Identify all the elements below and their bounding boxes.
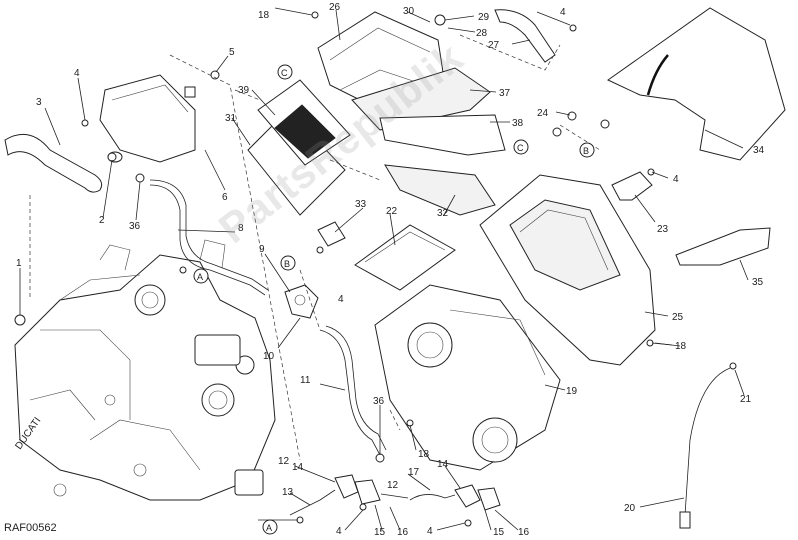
filler-reservoir-6 bbox=[99, 74, 196, 163]
callout-8: 8 bbox=[238, 223, 244, 234]
tank-cover-34 bbox=[607, 7, 786, 161]
callout-27: 27 bbox=[488, 40, 500, 51]
callout-4e: 4 bbox=[336, 526, 342, 537]
callout-16a: 16 bbox=[397, 527, 409, 538]
callout-2: 2 bbox=[99, 215, 105, 226]
callout-1: 1 bbox=[16, 258, 22, 269]
callout-25: 25 bbox=[672, 312, 684, 323]
callout-4a: 4 bbox=[74, 68, 80, 79]
engine-block: DUCATI bbox=[13, 239, 276, 501]
ref-marker-b2-circle bbox=[579, 142, 595, 158]
callout-21: 21 bbox=[740, 394, 752, 405]
callout-38: 38 bbox=[512, 118, 524, 129]
callout-18a: 18 bbox=[258, 10, 270, 21]
bracket-23 bbox=[611, 171, 653, 201]
air-filter-31 bbox=[247, 79, 351, 216]
ref-marker-a2: A bbox=[266, 523, 272, 533]
ref-marker-c1-circle bbox=[277, 64, 293, 80]
callout-36b: 36 bbox=[373, 396, 385, 407]
callout-23: 23 bbox=[657, 224, 669, 235]
valve-9 bbox=[284, 284, 319, 319]
callout-36a: 36 bbox=[129, 221, 141, 232]
ref-marker-b2: B bbox=[583, 146, 589, 156]
ref-marker-c2: C bbox=[517, 143, 524, 153]
callout-12b: 12 bbox=[387, 480, 399, 491]
rod-20 bbox=[679, 367, 731, 529]
hose-8 bbox=[149, 179, 269, 296]
callout-39: 39 bbox=[238, 85, 250, 96]
callout-31: 31 bbox=[225, 113, 237, 124]
callout-4c: 4 bbox=[673, 174, 679, 185]
ref-marker-a2-circle bbox=[262, 519, 278, 535]
callout-12a: 12 bbox=[278, 456, 290, 467]
duct-37 bbox=[351, 67, 491, 131]
bracket-22 bbox=[354, 224, 456, 291]
callout-22: 22 bbox=[386, 206, 398, 217]
guide-lines bbox=[29, 34, 601, 461]
fitting-14b bbox=[454, 484, 501, 511]
callout-6: 6 bbox=[222, 192, 228, 203]
callout-10: 10 bbox=[263, 351, 275, 362]
callout-5: 5 bbox=[229, 47, 235, 58]
callout-18b: 18 bbox=[418, 449, 430, 460]
callout-3: 3 bbox=[36, 97, 42, 108]
callout-26: 26 bbox=[329, 2, 341, 13]
callout-35: 35 bbox=[752, 277, 764, 288]
airbox-upper-25 bbox=[479, 174, 656, 366]
bolts bbox=[14, 11, 737, 527]
ref-marker-a1-circle bbox=[193, 268, 209, 284]
callout-30: 30 bbox=[403, 6, 415, 17]
callout-15b: 15 bbox=[493, 527, 505, 538]
hose-11 bbox=[319, 325, 387, 456]
ref-marker-c2-circle bbox=[513, 139, 529, 155]
callout-18c: 18 bbox=[675, 341, 687, 352]
ref-marker-b1: B bbox=[284, 259, 290, 269]
callout-9: 9 bbox=[259, 244, 265, 255]
callout-16b: 16 bbox=[518, 527, 530, 538]
callout-29: 29 bbox=[478, 12, 490, 23]
callout-33: 33 bbox=[355, 199, 367, 210]
deflector-32 bbox=[384, 164, 496, 216]
callout-4d: 4 bbox=[338, 294, 344, 305]
callout-37: 37 bbox=[499, 88, 511, 99]
callout-14a: 14 bbox=[292, 462, 304, 473]
ref-marker-a1: A bbox=[197, 272, 203, 282]
clip-33 bbox=[317, 221, 346, 247]
leader-lines bbox=[19, 7, 749, 531]
cover-35 bbox=[675, 227, 771, 266]
callout-34: 34 bbox=[753, 145, 765, 156]
callout-24: 24 bbox=[537, 108, 549, 119]
callouts: 1 2 3 4 4 4 4 4 4 5 6 8 9 10 11 12 12 13… bbox=[16, 2, 765, 538]
hose-17 bbox=[409, 494, 456, 501]
hose-27 bbox=[494, 9, 556, 63]
fitting-14a bbox=[334, 474, 381, 505]
callout-20: 20 bbox=[624, 503, 636, 514]
callout-13: 13 bbox=[282, 487, 294, 498]
ref-marker-b1-circle bbox=[280, 255, 296, 271]
hose-3 bbox=[4, 133, 103, 193]
callout-28: 28 bbox=[476, 28, 488, 39]
callout-17: 17 bbox=[408, 467, 420, 478]
callout-19: 19 bbox=[566, 386, 578, 397]
diagram-code: RAF00562 bbox=[4, 522, 57, 534]
callout-15a: 15 bbox=[374, 527, 386, 538]
callout-14b: 14 bbox=[437, 459, 449, 470]
callout-11: 11 bbox=[300, 375, 311, 386]
callout-4b: 4 bbox=[560, 7, 566, 18]
plate-38 bbox=[379, 114, 506, 156]
callout-32: 32 bbox=[437, 208, 449, 219]
hose-13 bbox=[289, 489, 336, 516]
ref-marker-c1: C bbox=[281, 68, 288, 78]
airbox-lower-19 bbox=[374, 284, 561, 471]
callout-4f: 4 bbox=[427, 526, 433, 537]
ref-markers: A A B B C C bbox=[193, 64, 595, 535]
